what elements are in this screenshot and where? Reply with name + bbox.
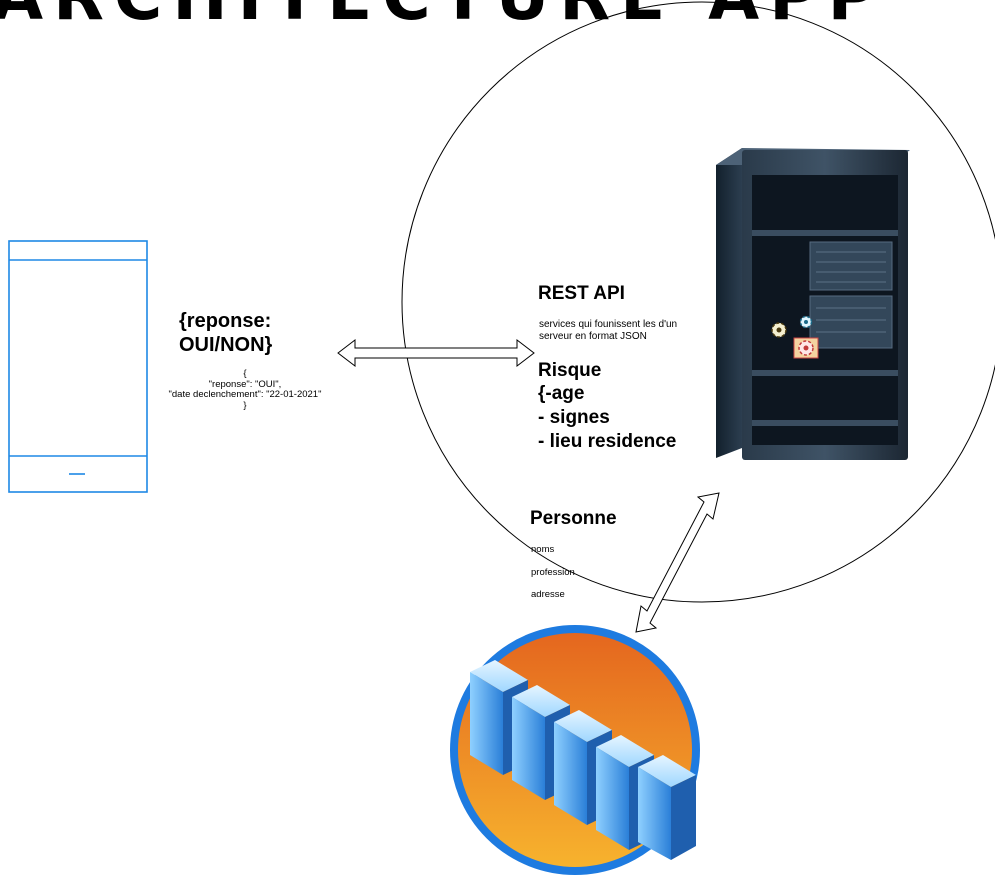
personne-field: profession (531, 567, 575, 578)
risque-line: - signes (538, 407, 610, 428)
response-title-line1: {reponse: (179, 310, 272, 332)
personne-field: noms (531, 544, 555, 555)
phone-api-double-arrow (337, 338, 535, 368)
api-boundary-circle (401, 1, 995, 603)
risque-line: {-age (538, 383, 585, 404)
rest-api-desc-line2: serveur en format JSON (539, 331, 647, 342)
personne-title: Personne (530, 508, 617, 529)
response-json: { "reponse": "OUI", "date declenchement"… (150, 368, 340, 411)
server-rack-icon (716, 148, 910, 460)
rest-api-title: REST API (538, 283, 625, 304)
json-line: { (243, 368, 247, 379)
personne-field: adresse (531, 589, 565, 600)
risque-title: Risque (538, 360, 602, 381)
rest-api-desc-line1: services qui founissent les d'un (539, 319, 678, 330)
gears-icon (771, 315, 819, 359)
mobile-phone-icon (8, 240, 148, 493)
json-line: } (243, 399, 247, 411)
json-line: "date declenchement": "22-01-2021" (168, 389, 322, 400)
json-line: "reponse": "OUI", (208, 378, 282, 390)
api-database-double-arrow (635, 492, 720, 633)
database-servers-icon (450, 625, 700, 875)
page-title: ARCHITECTURE APP (0, 0, 886, 32)
response-title-line2: OUI/NON} (179, 334, 273, 356)
risque-line: - lieu residence (538, 431, 677, 452)
